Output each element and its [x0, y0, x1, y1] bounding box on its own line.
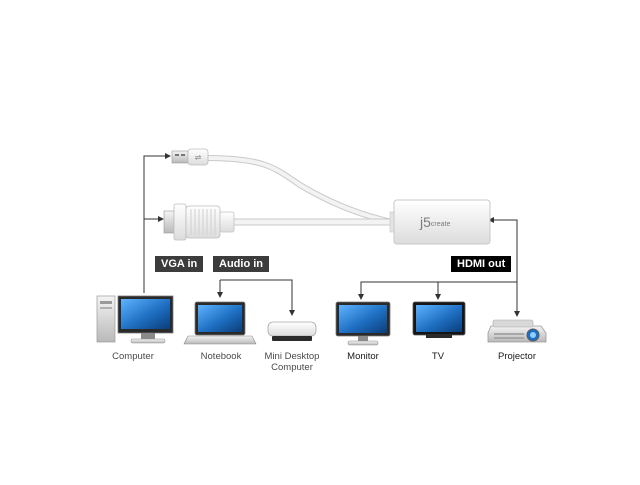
audio-in-label: Audio in: [213, 256, 269, 272]
hdmi-out-label: HDMI out: [451, 256, 511, 272]
monitor-caption: Monitor: [330, 351, 396, 362]
projector-caption: Projector: [484, 351, 550, 362]
mini-desktop-arrowhead: [289, 310, 295, 316]
adapter-brand: j5: [419, 214, 431, 230]
monitor-arrowhead: [358, 294, 364, 300]
adapter-box: j5create: [390, 200, 490, 244]
notebook-arrowhead: [217, 292, 223, 298]
tv-caption: TV: [405, 351, 471, 362]
notebook-caption: Notebook: [188, 351, 254, 362]
usb-plug: ⇌: [172, 149, 208, 165]
mini-desktop-caption-line1: Mini Desktop: [254, 351, 330, 362]
tv-arrowhead: [435, 294, 441, 300]
vga-in-label: VGA in: [155, 256, 203, 272]
projector-icon: [488, 320, 546, 342]
mini-desktop-icon: [268, 322, 316, 341]
usb-symbol-icon: ⇌: [195, 153, 202, 162]
computer-caption: Computer: [100, 351, 166, 362]
computer-icon: [97, 296, 173, 343]
monitor-icon: [336, 302, 390, 345]
adapter-brand-suffix: create: [431, 221, 451, 228]
projector-arrowhead: [514, 311, 520, 317]
mini-desktop-caption-line2: Computer: [254, 362, 330, 373]
usb-arrowhead: [165, 153, 171, 159]
vga-arrowhead: [158, 216, 164, 222]
notebook-icon: [184, 302, 256, 344]
vga-connector: [164, 204, 234, 240]
tv-icon: [413, 302, 465, 338]
